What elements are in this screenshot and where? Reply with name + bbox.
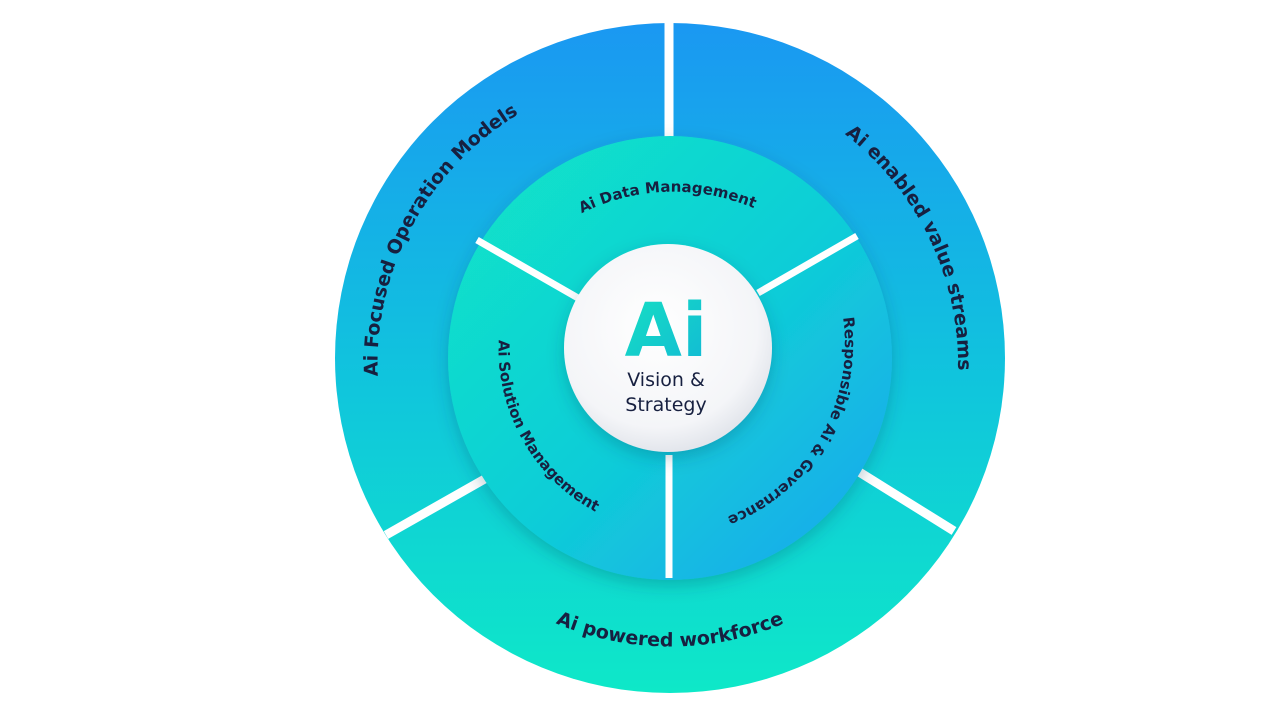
outer-divider-right	[853, 466, 957, 535]
center-text-line2: Strategy	[625, 394, 706, 416]
inner-divider-right	[756, 232, 859, 297]
center-disc	[564, 244, 772, 452]
center-text-line1: Vision &	[627, 369, 705, 391]
ai-logo: Ai	[625, 288, 708, 374]
outer-divider-left	[383, 472, 493, 539]
inner-divider-left	[475, 236, 580, 302]
